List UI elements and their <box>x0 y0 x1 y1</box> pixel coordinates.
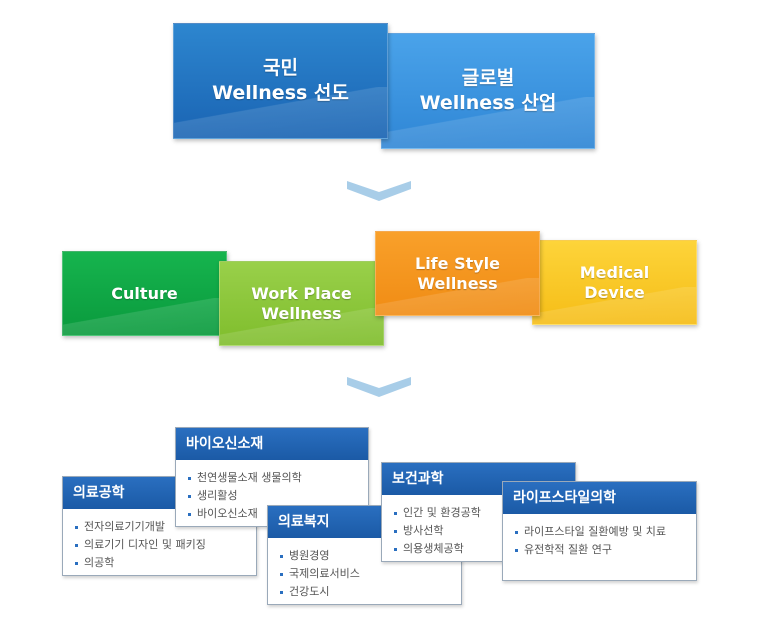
list-item: 인간 및 환경공학 <box>394 504 575 522</box>
work-place-wellness-tile: Work Place Wellness <box>219 261 384 346</box>
work-place-wellness-label: Work Place Wellness <box>251 283 352 323</box>
list-item: 유전학적 질환 연구 <box>515 541 696 559</box>
medical-device-label: Medical Device <box>579 262 650 302</box>
card-list: 라이프스타일 질환예방 및 치료 유전학적 질환 연구 <box>503 514 696 559</box>
list-item: 생리활성 <box>188 487 368 505</box>
chevron-down-icon <box>347 181 411 201</box>
list-item: 라이프스타일 질환예방 및 치료 <box>515 523 696 541</box>
wellness-leading-label: 국민 Wellness 선도 <box>212 57 349 104</box>
card-list: 인간 및 환경공학 방사선학 의용생체공학 <box>382 495 575 558</box>
card-list: 병원경영 국제의료서비스 건강도시 <box>268 538 461 601</box>
bio-material-card: 바이오신소재 천연생물소재 생물의학 생리활성 바이오신소재 <box>175 427 369 527</box>
list-item: 의공학 <box>75 554 256 572</box>
list-item: 병원경영 <box>280 547 461 565</box>
card-list: 전자의료기기개발 의료기기 디자인 및 패키징 의공학 <box>63 509 256 572</box>
card-title: 바이오신소재 <box>176 428 368 460</box>
life-style-wellness-label: Life Style Wellness <box>415 253 500 293</box>
global-wellness-industry-label: 글로벌 Wellness 산업 <box>419 67 557 114</box>
list-item: 천연생물소재 생물의학 <box>188 469 368 487</box>
list-item: 건강도시 <box>280 583 461 601</box>
culture-tile: Culture <box>62 251 227 336</box>
lifestyle-medicine-card: 라이프스타일의학 라이프스타일 질환예방 및 치료 유전학적 질환 연구 <box>502 481 697 581</box>
list-item: 국제의료서비스 <box>280 565 461 583</box>
list-item: 전자의료기기개발 <box>75 518 256 536</box>
list-item: 의료기기 디자인 및 패키징 <box>75 536 256 554</box>
medical-device-tile: Medical Device <box>532 240 697 325</box>
card-list: 천연생물소재 생물의학 생리활성 바이오신소재 <box>176 460 368 523</box>
culture-label: Culture <box>111 283 178 303</box>
list-item: 의용생체공학 <box>394 540 575 558</box>
wellness-leading-tile: 국민 Wellness 선도 <box>173 23 388 139</box>
list-item: 바이오신소재 <box>188 505 368 523</box>
list-item: 방사선학 <box>394 522 575 540</box>
life-style-wellness-tile: Life Style Wellness <box>375 231 540 316</box>
card-title: 라이프스타일의학 <box>503 482 696 514</box>
chevron-down-icon <box>347 377 411 397</box>
global-wellness-industry-tile: 글로벌 Wellness 산업 <box>381 33 595 149</box>
